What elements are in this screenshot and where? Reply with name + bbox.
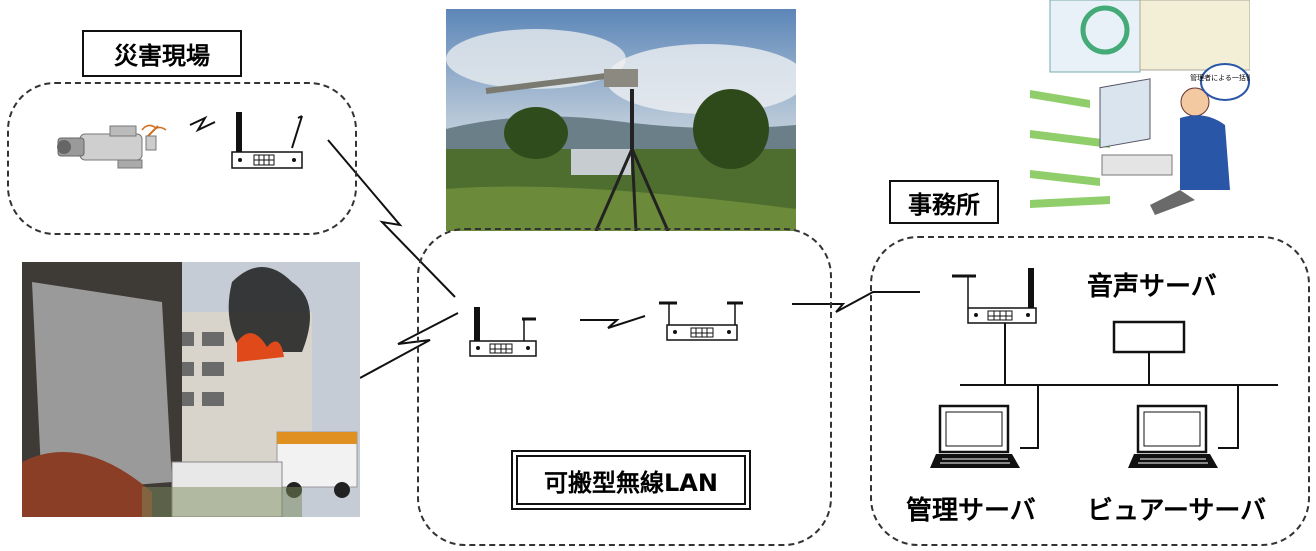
management-server-label: 管理サーバ: [906, 496, 1036, 526]
portable-lan-text: 可搬型無線LAN: [544, 468, 718, 497]
voice-server-label: 音声サーバ: [1087, 272, 1217, 302]
disaster-site-text: 災害現場: [114, 42, 210, 70]
operator-illustration: 管理者による一括管理: [1030, 0, 1250, 222]
laptop-icon: [1128, 404, 1218, 468]
viewer-server-label: ビュアーサーバ: [1087, 496, 1267, 526]
disaster-site-label: 災害現場: [82, 30, 242, 77]
disaster-site-area: [7, 82, 357, 235]
laptop-icon: [930, 404, 1020, 468]
antenna-photo: [446, 9, 796, 231]
disaster-photo: [22, 262, 360, 517]
office-label: 事務所: [889, 180, 999, 224]
wireless-router-icon: [659, 301, 743, 341]
wireless-router-icon: [952, 268, 1037, 324]
wireless-router-icon: [469, 307, 537, 357]
office-area: [870, 236, 1310, 546]
server-icon: [1112, 320, 1186, 354]
camcorder-icon: [57, 124, 167, 169]
wireless-router-icon: [231, 112, 303, 169]
portable-lan-label: 可搬型無線LAN: [511, 450, 751, 510]
office-text: 事務所: [908, 190, 980, 219]
portable-lan-area: [417, 228, 832, 546]
bubble-text: 管理者による一括管理: [1190, 73, 1250, 82]
